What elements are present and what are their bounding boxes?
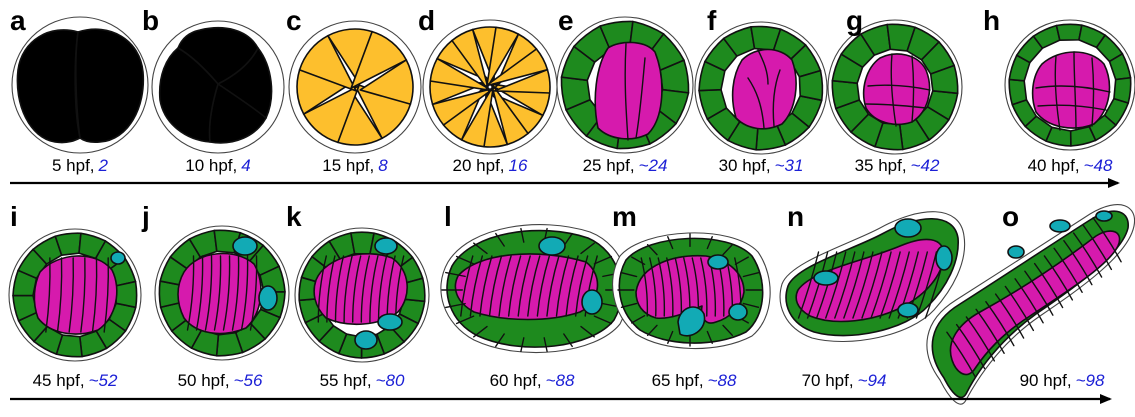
panel-m [613,233,771,349]
panel-letter: l [444,201,452,232]
special-cell [1008,246,1024,258]
panel-letter: e [558,5,574,36]
special-cell [814,271,838,285]
special-cell [539,237,565,255]
special-cell [936,246,952,270]
panel-letter: d [418,5,435,36]
panel-letter: b [142,5,159,36]
special-cell [1050,220,1070,232]
panel-letter: h [983,5,1000,36]
stage-caption: 70 hpf, ~94 [802,371,887,390]
panel-letter: n [787,201,804,232]
panel-d [423,20,557,154]
inner-cell [595,42,662,138]
stage-caption: 60 hpf, ~88 [490,371,575,390]
stage-caption: 10 hpf, 4 [185,156,250,175]
panel-letter: k [286,201,302,232]
panel-j [155,226,289,360]
stage-caption: 90 hpf, ~98 [1020,371,1105,390]
stage-caption: 5 hpf, 2 [52,156,109,175]
stage-caption: 55 hpf, ~80 [320,371,405,390]
panel-k [295,228,429,362]
stage-caption: 40 hpf, ~48 [1028,156,1113,175]
outer-cell [799,71,822,101]
panel-letter: i [10,201,18,232]
special-cell [378,314,402,330]
panel-b [152,21,284,153]
stage-caption: 25 hpf, ~24 [583,156,668,175]
panel-letter: o [1002,201,1019,232]
outer-cell [1009,79,1026,104]
panel-letter: f [707,5,717,36]
special-cell [729,304,747,320]
stage-caption: 30 hpf, ~31 [719,156,804,175]
special-cell [111,252,125,264]
panel-e [557,17,693,153]
stage-caption: 50 hpf, ~56 [178,371,263,390]
panel-letter: j [141,201,150,232]
panel-l [441,225,628,353]
stage-caption: 65 hpf, ~88 [652,371,737,390]
special-cell [233,237,257,255]
panel-h [1005,20,1135,150]
outer-cell [1056,24,1081,40]
panel-a [12,17,148,153]
panel-f [695,22,827,154]
inner-cell [733,50,796,129]
special-cell [259,286,277,310]
special-cell [895,219,921,237]
panel-c [289,21,421,153]
panel-letter: m [612,201,637,232]
special-cell [708,255,728,269]
stage-caption: 35 hpf, ~42 [855,156,940,175]
inner-cell [864,54,930,124]
outer-cell [1114,78,1131,103]
special-cell [898,303,918,317]
stage-caption: 20 hpf, 16 [453,156,528,175]
panel-letter: c [286,5,302,36]
special-cell [375,238,397,254]
panel-g [828,20,962,154]
outer-cell [116,282,137,308]
special-cell [1096,211,1112,221]
stage-caption: 15 hpf, 8 [322,156,388,175]
panel-i [9,229,141,361]
panel-letter: a [10,5,26,36]
special-cell [582,290,602,314]
stage-caption: 45 hpf, ~52 [33,371,118,390]
special-cell [355,331,377,349]
panel-letter: g [846,5,863,36]
